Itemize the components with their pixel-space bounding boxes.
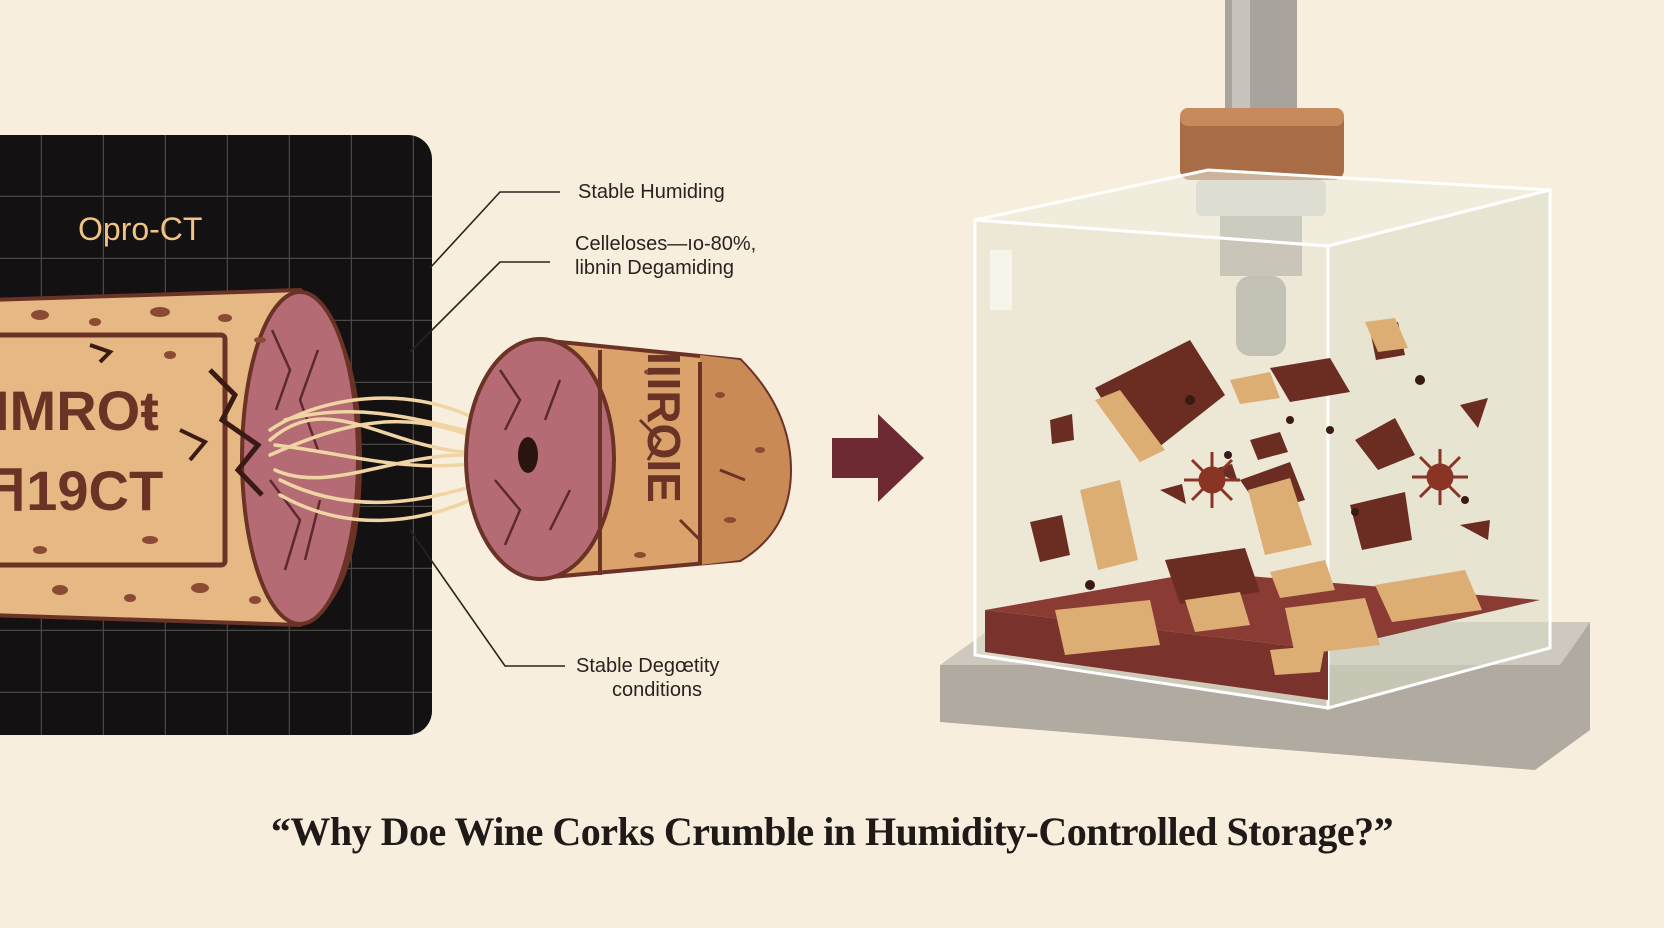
cork-left <box>0 287 363 628</box>
mold-spore-left <box>1184 452 1240 508</box>
process-arrow <box>832 414 924 502</box>
callout-cellulose-line-1: Celleloses—ıo-80%, <box>575 233 757 255</box>
cork-crumbs <box>1030 318 1490 675</box>
storage-chamber <box>940 168 1590 770</box>
cork-right <box>464 337 793 581</box>
mold-spore-right <box>1412 449 1468 505</box>
callout-stable-humiding: Stable Humiding <box>578 181 725 203</box>
callout-degradation-line-1: Stable Degœtity <box>576 655 720 677</box>
cork-left-stamp-line-1: IMROŧ <box>0 379 159 442</box>
callout-leaders <box>409 191 565 667</box>
cork-right-stamp: IIIROIE <box>638 352 690 503</box>
diagram-caption: “Why Doe Wine Corks Crumble in Humidity-… <box>270 809 1394 854</box>
callout-degradation-line-2: conditions <box>612 679 703 701</box>
cork-left-stamp-line-2: ꟻ19CT <box>0 459 163 522</box>
panel-label: Opro-CT <box>78 211 202 247</box>
callout-cellulose-line-2: libnin Degamiding <box>575 257 734 279</box>
